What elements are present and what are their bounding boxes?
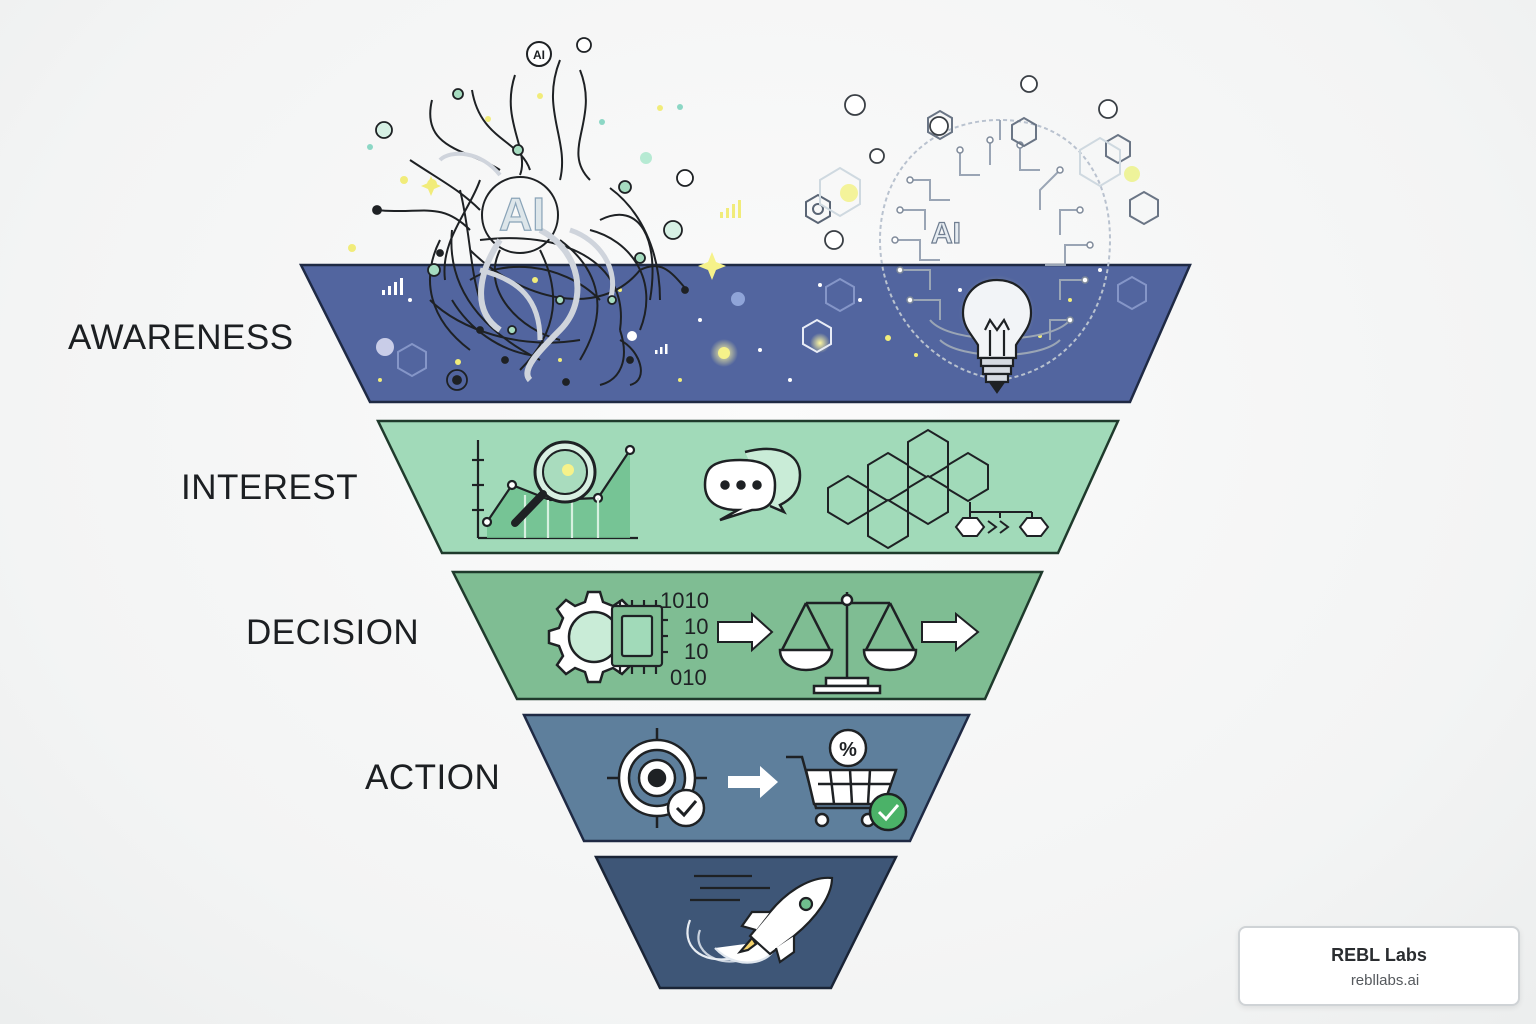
brand-url[interactable]: rebllabs.ai [1350, 972, 1420, 989]
stage-label-decision: DECISION [246, 613, 420, 652]
ai-badge-small-label: AI [533, 48, 545, 62]
magnifier-icon [511, 440, 597, 527]
stage-label-awareness: AWARENESS [68, 318, 294, 357]
arrow-right-icon-2 [921, 611, 980, 653]
ai-badge-icon: AI [526, 41, 552, 67]
binary-line-3: 10 [684, 639, 708, 664]
ai-brain-label: AI [931, 217, 961, 250]
stage-label-action: ACTION [365, 758, 501, 797]
signal-bars-icon [720, 200, 741, 218]
chip-icon [610, 600, 668, 674]
binary-code-text: 1010 10 10 010 [660, 588, 709, 690]
sparkle-dots [348, 93, 1140, 382]
binary-line-1: 1010 [660, 588, 709, 613]
network-nodes [372, 37, 694, 391]
ai-core-label: AI [499, 188, 545, 240]
ring-decor [824, 75, 1118, 250]
hexagon-decor [397, 109, 1159, 378]
chat-bubbles-icon [703, 447, 802, 522]
arrow-right-icon-3 [728, 766, 778, 798]
funnel-layer-awareness [298, 263, 1192, 404]
percent-badge-label: % [839, 739, 857, 761]
circuit-brain-icon [878, 118, 1112, 382]
shopping-cart-icon: % [786, 728, 908, 832]
stage-label-interest: INTEREST [181, 468, 359, 507]
circuit-nodes [891, 136, 1094, 324]
signal-bars-icon-2 [382, 278, 668, 354]
brand-name: REBL Labs [1331, 945, 1427, 965]
binary-line-4: 010 [670, 665, 707, 690]
balance-scale-icon [778, 592, 918, 695]
brand-card[interactable]: REBL Labs rebllabs.ai [1238, 926, 1520, 1006]
arrow-right-icon [717, 611, 774, 653]
binary-line-2: 10 [684, 614, 708, 639]
target-icon [607, 728, 707, 828]
lightbulb-icon [959, 275, 1035, 394]
neural-tangle-icon [377, 59, 686, 386]
rocket-icon [686, 874, 834, 964]
hexagon-network-icon [827, 428, 1050, 550]
